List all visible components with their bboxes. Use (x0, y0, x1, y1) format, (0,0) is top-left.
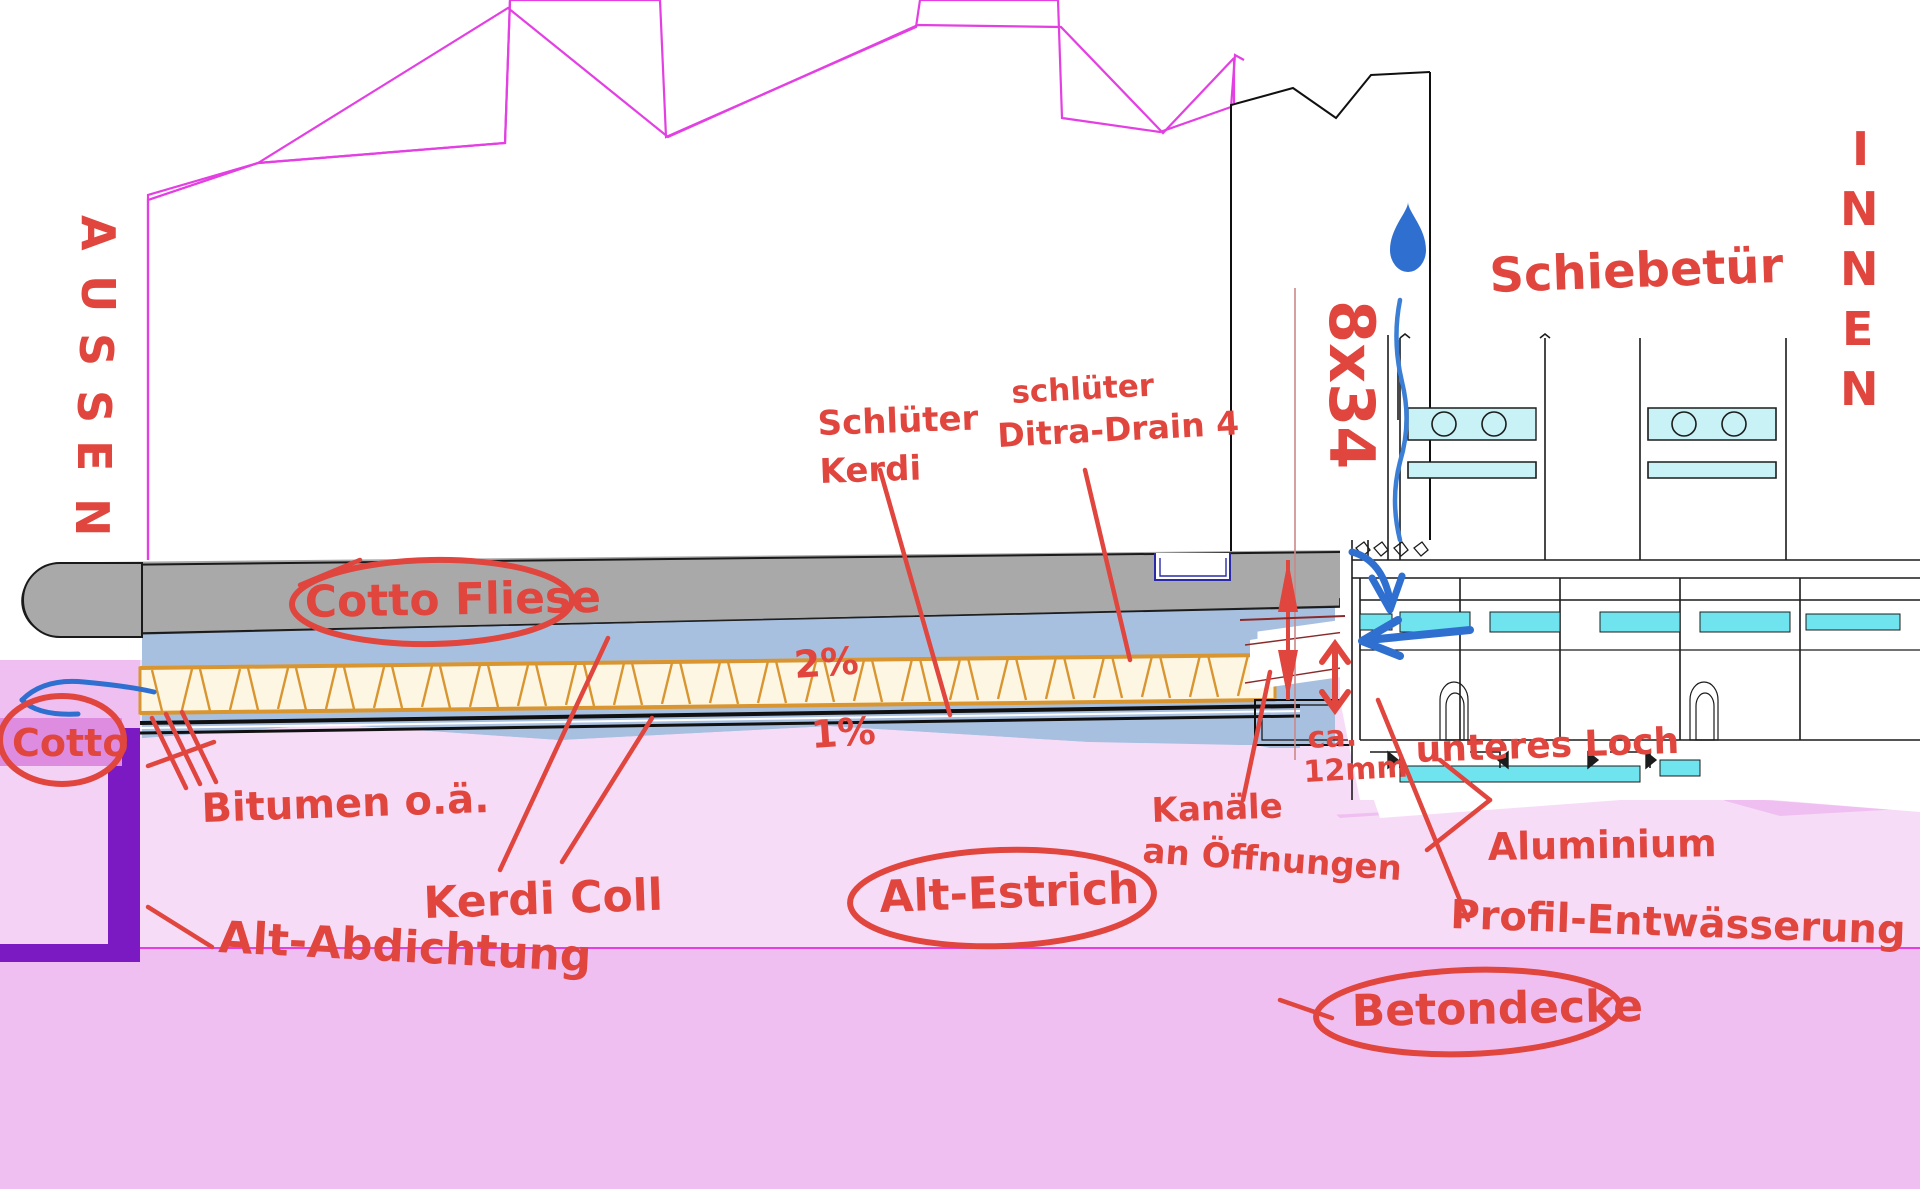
label-aussen-s2: S (67, 390, 121, 423)
label-12mm: 12mm (1303, 750, 1409, 790)
circle-cotto-fliese (289, 556, 575, 648)
label-cotto: Cotto (12, 721, 128, 765)
label-innen-n2: N (1840, 242, 1879, 296)
tile-end-cap (22, 562, 143, 638)
label-aussen-s1: S (69, 333, 123, 366)
leader-kerdi (877, 467, 953, 718)
kerdi-membrane (139, 704, 1301, 735)
label-slope-lower: 1% (810, 709, 877, 757)
dimension-arrow-8x34 (1239, 560, 1346, 700)
ditra-drain-mat (138, 653, 1277, 715)
tile-outline-bottom (141, 605, 1341, 635)
label-innen-n1: N (1840, 182, 1879, 236)
zigzag-outline (146, 6, 1236, 560)
cotto-edge-block (0, 718, 122, 766)
leader-kerdi-coll-a (497, 635, 611, 873)
label-innen-n3: N (1840, 362, 1879, 416)
hatch-2 (163, 711, 203, 787)
label-schlueter-kerdi-line1: Schlüter (817, 398, 979, 444)
leader-betondecke (1277, 997, 1335, 1021)
leader-unteres-loch (1437, 757, 1493, 803)
alt-abdichtung (0, 728, 140, 962)
label-aussen-e: E (67, 440, 121, 471)
label-aluminium: Aluminium (1487, 821, 1717, 869)
label-schiebetuer: Schiebetür (1488, 238, 1784, 304)
leader-alt-abdichtung (145, 904, 215, 950)
cotto-edge-block-lower (0, 766, 108, 944)
break-line-magenta-top (147, 0, 512, 202)
water-down-arrow (1348, 548, 1394, 604)
label-innen-group: I N N E N (1840, 122, 1879, 416)
tile-recess-channel (1154, 553, 1231, 581)
label-slope-upper: 2% (793, 639, 860, 687)
water-stream-line (1392, 297, 1409, 543)
label-kanaele-line1: Kanäle (1151, 786, 1283, 831)
leader-lines (145, 467, 1493, 1021)
label-schlueter-kerdi-line2: Kerdi (819, 448, 922, 492)
label-ditra-line1: schlüter (1011, 368, 1156, 411)
hatch-cross (145, 739, 217, 769)
leader-kerdi-coll-b (559, 715, 655, 865)
leader-alu (1424, 797, 1493, 853)
water-out-arrow (1364, 626, 1474, 644)
label-aussen-n: N (65, 498, 119, 537)
label-betondecke: Betondecke (1351, 981, 1643, 1037)
label-profil-entwaesserung: Profil-Entwässerung (1450, 892, 1907, 954)
leader-profil (1375, 697, 1471, 923)
hatch-1 (149, 715, 189, 791)
tile-outline-top (99, 551, 1341, 566)
circle-alt-estrich (847, 846, 1157, 950)
label-aussen-group: A U S S E N (65, 215, 125, 537)
label-kanaele-line2: an Öffnungen (1141, 830, 1403, 889)
label-ditra-line2: Ditra-Drain 4 (996, 403, 1240, 455)
leader-ditra (1082, 467, 1133, 663)
sliding-door-profile (1351, 332, 1920, 800)
circle-betondecke (1313, 966, 1623, 1058)
label-8x34: 8x34 (1315, 300, 1388, 469)
water-left-swoosh (19, 678, 157, 703)
tile-body (100, 550, 1341, 610)
label-kerdi-coll: Kerdi Coll (423, 870, 664, 929)
label-aussen-a: A (71, 215, 125, 251)
circle-cotto (0, 693, 127, 787)
label-aussen-u: U (71, 275, 125, 312)
label-unteres-loch: unteres Loch (1415, 721, 1680, 771)
water-out-arrowhead (1358, 616, 1404, 660)
label-ca: ca. (1307, 718, 1358, 756)
raindrop-icon (1390, 202, 1426, 272)
label-innen-e: E (1842, 302, 1873, 356)
water-down-arrowhead (1368, 572, 1406, 614)
label-innen-i: I (1852, 122, 1869, 176)
dimension-arrow-12mm (1319, 638, 1351, 716)
alt-estrich-body (140, 724, 1920, 948)
leader-kanaele (1240, 669, 1273, 803)
label-bitumen: Bitumen o.ä. (201, 776, 490, 832)
label-alt-estrich: Alt-Estrich (879, 863, 1141, 923)
label-cotto-fliese: Cotto Fliese (304, 572, 601, 628)
